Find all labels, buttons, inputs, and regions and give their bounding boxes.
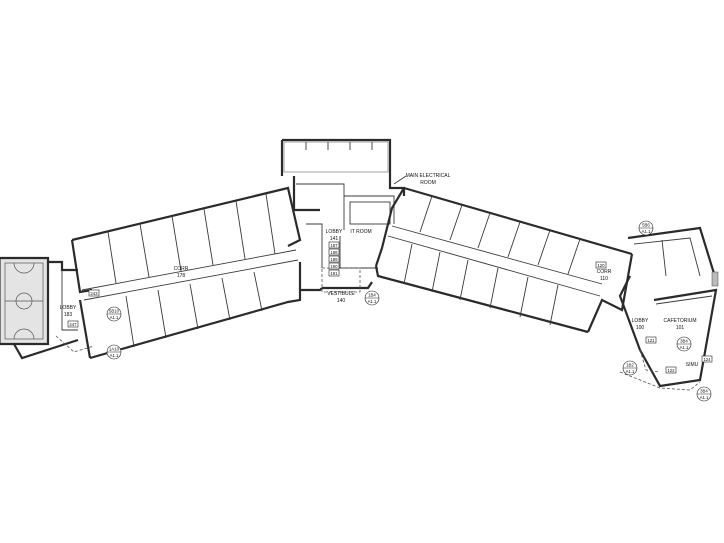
door-tag: 120	[595, 261, 607, 269]
door-tag: 188	[328, 248, 340, 256]
gymnasium	[0, 256, 50, 346]
west-wing	[70, 186, 302, 360]
room-number: 141	[330, 236, 339, 242]
svg-text:A1.1: A1.1	[700, 395, 709, 400]
room-number: 110	[600, 276, 608, 282]
room-name: IT ROOM	[350, 229, 371, 235]
svg-text:121: 121	[647, 338, 655, 343]
door-tag: 189	[328, 255, 340, 263]
door-tag: 247	[67, 320, 79, 328]
room-name: CORR	[174, 266, 189, 272]
room-label-cafetorium-101: CAFETORIUM 101	[664, 318, 697, 331]
room-name: CAFETORIUM	[664, 318, 697, 324]
room-label-it-room: IT ROOM	[350, 229, 371, 235]
room-name: MAIN ELECTRICAL	[406, 173, 451, 179]
room-number: 183	[64, 312, 73, 318]
door-tag: 187	[328, 241, 340, 249]
detail-callout: 1B2 A1.1	[622, 360, 638, 376]
svg-text:A1.1: A1.1	[680, 345, 689, 350]
detail-callout: 5B10 A1.1	[106, 306, 122, 322]
room-label-vestibule-140: VESTIBULE 140	[327, 291, 355, 304]
detail-callout: 1A10 A1.1	[106, 344, 122, 360]
svg-text:A1.1: A1.1	[368, 299, 377, 304]
detail-callout: 3B4 A1.1	[676, 336, 692, 352]
svg-text:190: 190	[330, 264, 338, 269]
svg-text:188: 188	[330, 250, 338, 255]
room-name: LOBBY	[60, 305, 77, 311]
room-number: 100	[636, 325, 645, 331]
cafetorium-wing	[618, 226, 719, 391]
svg-text:189: 189	[330, 257, 338, 262]
door-tag: 121	[645, 336, 657, 344]
room-name: CORR	[597, 269, 612, 275]
svg-text:247: 247	[69, 322, 77, 327]
svg-text:1B2: 1B2	[626, 363, 634, 368]
lobby-183-area	[13, 260, 95, 360]
east-wing	[374, 186, 634, 334]
room-name: VESTIBULE	[327, 291, 355, 297]
svg-text:5B10: 5B10	[109, 309, 120, 314]
door-tag: 190	[328, 262, 340, 270]
room-label-lobby-183: LOBBY 183	[60, 305, 77, 318]
central-block	[280, 138, 406, 293]
room-number: 101	[676, 325, 685, 331]
room-number: ROOM	[420, 180, 436, 186]
svg-text:191: 191	[330, 271, 338, 276]
room-label-lobby-141: LOBBY 141	[326, 229, 343, 242]
door-tag: 122	[665, 366, 677, 374]
svg-text:A1.1: A1.1	[642, 229, 651, 234]
room-name: LOBBY	[632, 318, 649, 324]
room-label-lobby-100: LOBBY 100	[632, 318, 649, 331]
door-tag: 124	[701, 355, 713, 363]
svg-text:1B4: 1B4	[368, 293, 376, 298]
room-number: 140	[337, 298, 346, 304]
room-label-simu: SIMU	[686, 362, 699, 368]
svg-text:5B6: 5B6	[642, 223, 650, 228]
room-label-corr-110: CORR 110	[597, 269, 612, 282]
room-number: SIMU	[686, 362, 699, 368]
svg-text:A1.1: A1.1	[110, 315, 119, 320]
door-tag: 243	[88, 289, 100, 297]
svg-text:187: 187	[330, 243, 338, 248]
svg-text:124: 124	[703, 357, 711, 362]
svg-text:A1.1: A1.1	[626, 369, 635, 374]
svg-text:3B4: 3B4	[680, 339, 688, 344]
svg-text:1A10: 1A10	[109, 347, 120, 352]
svg-text:243: 243	[90, 291, 98, 296]
room-number: 178	[177, 273, 186, 279]
svg-text:120: 120	[597, 263, 605, 268]
svg-text:122: 122	[667, 368, 675, 373]
room-name: LOBBY	[326, 229, 343, 235]
detail-callout: 3B4 A1.1	[696, 386, 712, 402]
svg-text:A1.1: A1.1	[110, 353, 119, 358]
door-tag: 191	[328, 269, 340, 277]
detail-callout: 1B4 A1.1	[364, 290, 380, 306]
room-label-main-electrical: MAIN ELECTRICAL ROOM	[393, 173, 451, 186]
room-label-corr-178: CORR 178	[174, 266, 189, 279]
svg-text:3B4: 3B4	[700, 389, 708, 394]
detail-callout: 5B6 A1.1	[638, 220, 654, 236]
